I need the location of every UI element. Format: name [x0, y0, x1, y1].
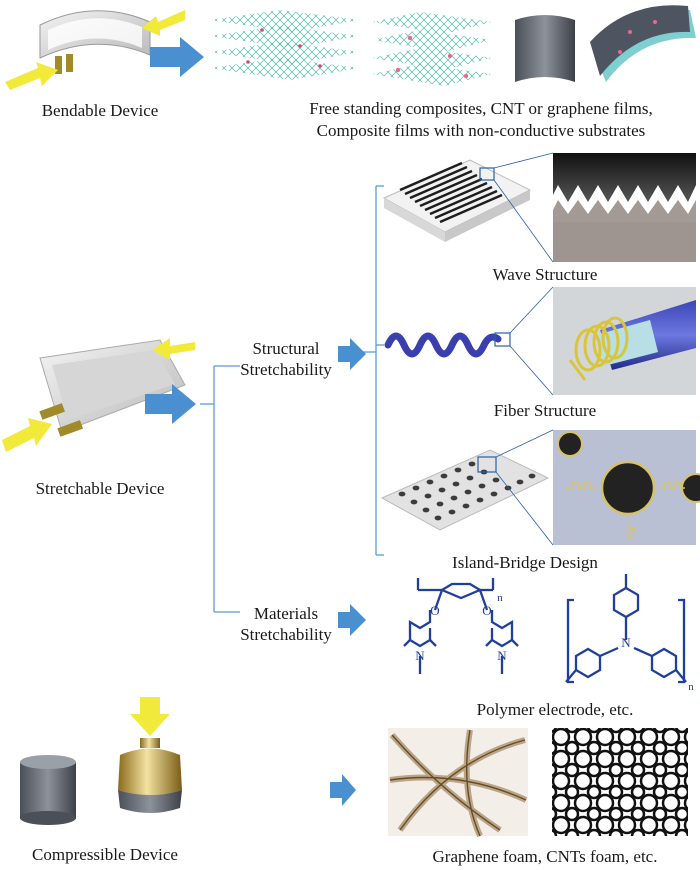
fiber-structure-label: Fiber Structure — [493, 401, 597, 420]
polymer-atom-n-1: N — [415, 648, 425, 663]
foam-caption-label: Graphene foam, CNTs foam, etc. — [432, 847, 658, 866]
island-bridge-illustration — [380, 449, 550, 531]
bend-arrow-right-icon — [142, 10, 185, 36]
fiber-zoom-lines — [509, 286, 554, 396]
stretch-arrow-left-icon — [2, 418, 52, 452]
polymer-atom-n-3: N — [621, 635, 631, 650]
stretch-arrow-right-icon — [152, 338, 195, 360]
compress-arrow-down-icon — [130, 697, 170, 736]
island-zoom-lines — [495, 429, 554, 546]
polymer-atom-o-2: O — [482, 603, 492, 618]
wave-zoom-lines — [493, 152, 554, 263]
fiber-structure-illustration — [384, 332, 511, 358]
island-zoom-panel — [553, 430, 700, 545]
polymer-electrode-label: Polymer electrode, etc. — [476, 700, 634, 719]
bendable-caption-line-1: Free standing composites, CNT or graphen… — [309, 99, 653, 118]
cnt-foam-illustration — [552, 728, 688, 836]
arrow-structural-icon — [338, 338, 366, 370]
wave-zoom-panel — [553, 153, 696, 262]
island-bridge-label: Island-Bridge Design — [452, 553, 598, 572]
bend-arrow-left-icon — [5, 62, 58, 90]
bendable-device-label: Bendable Device — [41, 101, 159, 120]
structural-label-line-1: Structural — [252, 339, 320, 358]
structural-label-line-2: Stretchability — [240, 360, 332, 379]
bendable-caption-line-2: Composite films with non-conductive subs… — [316, 121, 646, 140]
polymer-index-n-2: n — [688, 681, 694, 693]
compressed-cylinder-illustration — [118, 738, 182, 813]
polymer-atom-n-2: N — [497, 648, 507, 663]
cylinder-illustration — [20, 755, 76, 825]
graphene-foam-illustration — [388, 728, 528, 838]
polymer-atom-o-1: O — [430, 603, 440, 618]
compressible-device-label: Compressible Device — [32, 845, 178, 864]
arrow-bendable-icon — [150, 37, 204, 77]
composite-stack-illustration — [372, 12, 492, 86]
tree-connector — [200, 185, 384, 613]
materials-label-line-1: Materials — [253, 604, 319, 623]
arrow-compressible-icon — [330, 774, 356, 806]
polymer-index-n-1: n — [497, 592, 503, 604]
stretchable-device-label: Stretchable Device — [35, 479, 165, 498]
curved-film-dark-illustration — [515, 15, 575, 82]
polymer-molecule-2 — [565, 574, 687, 684]
stretchable-device-illustration — [39, 339, 186, 437]
wave-structure-label: Wave Structure — [492, 265, 598, 284]
curved-film-substrate-illustration — [590, 5, 696, 82]
polymer-molecule-1 — [403, 578, 519, 674]
mesh-stack-illustration — [210, 10, 360, 80]
arrow-materials-icon — [338, 604, 366, 636]
arrow-stretchable-icon — [145, 384, 196, 424]
materials-label-line-2: Stretchability — [240, 625, 332, 644]
fiber-zoom-panel — [553, 287, 696, 395]
bendable-device-illustration — [39, 10, 151, 74]
wave-structure-illustration — [382, 159, 532, 242]
